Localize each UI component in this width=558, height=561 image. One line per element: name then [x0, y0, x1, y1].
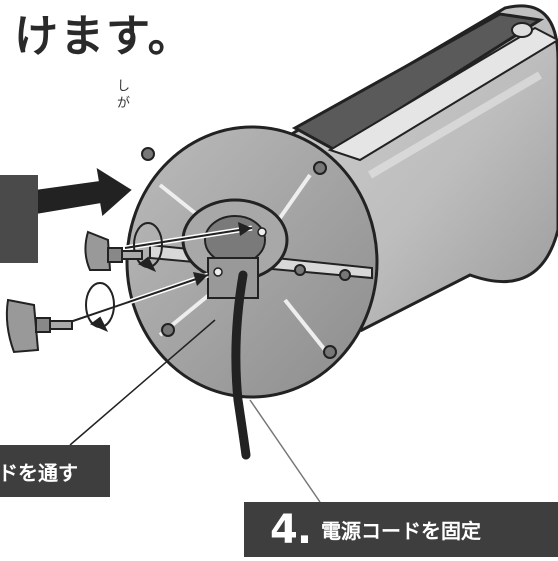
screw-guide-upper: [124, 227, 253, 249]
rotate-clockwise-icon: [133, 222, 163, 272]
callout-pass-cord-label: ドを通す: [0, 460, 78, 485]
step-tag: [0, 175, 38, 263]
callout-fix-cord: 4. 電源コードを固定: [244, 502, 558, 557]
note-line-2: が: [116, 96, 130, 111]
thumb-screw-icon-lower: [5, 298, 73, 354]
note-line-1: し: [116, 79, 130, 94]
insert-arrow-icon: [26, 167, 132, 216]
end-plate: [125, 125, 379, 399]
power-cord: [231, 270, 251, 460]
leader-line-right: [249, 399, 321, 503]
step-number: 4.: [270, 506, 312, 553]
note-text: し が: [70, 78, 130, 112]
thumb-screw-icon: [84, 230, 143, 271]
leader-line-left: [69, 319, 216, 446]
page-heading: けます。: [14, 11, 194, 62]
callout-fix-cord-label: 電源コードを固定: [321, 519, 482, 543]
callout-pass-cord: ドを通す: [0, 445, 110, 497]
rotate-clockwise-icon-lower: [85, 282, 115, 332]
screw-guide-lower: [69, 274, 209, 323]
